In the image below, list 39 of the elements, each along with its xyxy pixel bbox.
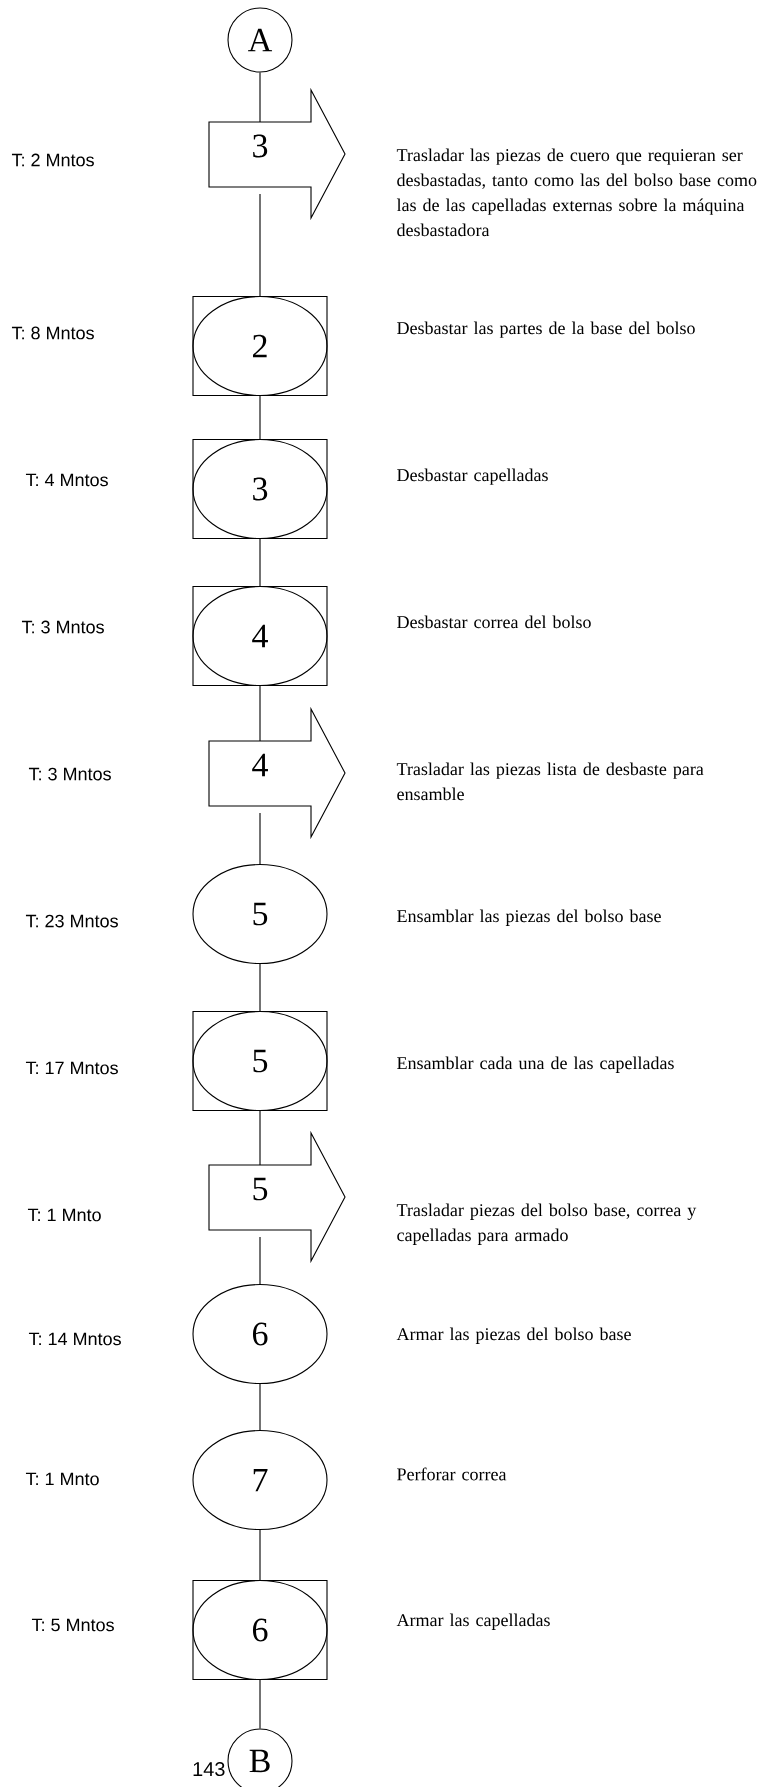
activity-description: Desbastar las partes de la base del bolso (397, 321, 695, 338)
time-label: T: 1 Mnto (27, 1208, 101, 1222)
connector-line (259, 812, 261, 865)
time-label: T: 1 Mnto (25, 1472, 99, 1486)
activity-description: Desbastar capelladas (397, 468, 548, 485)
connector-line (259, 1679, 261, 1729)
combined-operation-box: 6 (192, 1579, 328, 1681)
activity-description: Armar las capelladas (396, 1613, 550, 1630)
time-label: T: 8 Mntos (11, 326, 94, 340)
connector-line (259, 1529, 261, 1581)
activity-description: Desbastar correa del bolso (397, 615, 591, 629)
connector-line (259, 963, 261, 1012)
connector-line (259, 1383, 261, 1431)
connector-line (259, 538, 261, 587)
connector-line (259, 395, 261, 440)
connector-line (259, 1110, 261, 1166)
combined-operation-box: 4 (192, 585, 328, 687)
activity-description: Armar las piezas del bolso base (396, 1327, 631, 1344)
connector-line (259, 193, 261, 297)
time-label: T: 2 Mntos (11, 153, 94, 167)
time-label: T: 4 Mntos (25, 473, 108, 487)
time-label: T: 3 Mntos (21, 620, 104, 634)
combined-operation-box: 5 (192, 1010, 328, 1112)
activity-description: Trasladar piezas del bolso base, correa y capelladas para armado (396, 1203, 697, 1245)
activity-description: Ensamblar cada una de las capelladas (397, 1056, 674, 1073)
time-label: T: 17 Mntos (25, 1061, 118, 1075)
time-label: T: 3 Mntos (28, 767, 111, 781)
activity-description: Ensamblar las piezas del bolso base (397, 909, 661, 926)
combined-operation-box: 3 (192, 438, 328, 540)
time-label: T: 14 Mntos (28, 1332, 121, 1346)
time-label: T: 5 Mntos (31, 1618, 114, 1632)
activity-description: Trasladar las piezas de cuero que requieran ser desbastadas, tanto como las del bolso base como las de las capelladas externas sobre la máquina desbastadora (396, 148, 757, 237)
activity-description: Perforar correa (397, 1467, 507, 1481)
activity-description: Trasladar las piezas lista de desbaste para ensamble (396, 762, 704, 801)
connector-line (259, 1236, 261, 1285)
connector-line (259, 685, 261, 742)
connector-line (259, 72, 261, 123)
combined-operation-box: 2 (192, 295, 328, 397)
time-label: T: 23 Mntos (25, 914, 118, 928)
